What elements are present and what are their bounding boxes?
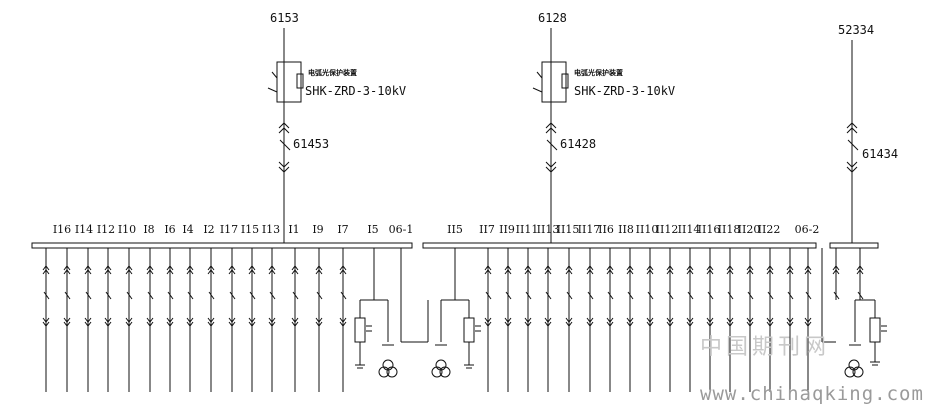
feeder-label: I4 [182, 223, 193, 236]
feeder-line [315, 248, 323, 392]
incoming-source-2: 6128 电弧光保护装置 SHK-ZRD-3-10kV 61428 [532, 11, 675, 243]
feeder-label: II14 [678, 223, 701, 236]
feeder-label: II8 [618, 223, 634, 236]
device-name-cn: 电弧光保护装置 [308, 68, 357, 77]
feeder-line [186, 248, 194, 392]
feeder-label: 06-1 [389, 223, 414, 236]
feeder-label: II6 [598, 223, 614, 236]
feeder-line [268, 248, 276, 392]
feeder-label: II15 [557, 223, 580, 236]
feeder-label: I6 [164, 223, 175, 236]
pt-cabinet-bus2 [431, 248, 481, 378]
feeder-line [766, 248, 774, 392]
busbar-2 [422, 242, 817, 249]
feeder-line [666, 248, 674, 392]
feeder-line [726, 248, 734, 392]
feeder-line [63, 248, 71, 392]
feeder-label: I17 [220, 223, 238, 236]
feeder-line [104, 248, 112, 392]
switch-label: 61428 [560, 137, 596, 151]
feeder-label: II20 [738, 223, 761, 236]
incoming-source-1: 6153 电弧光保护装置 SHK-ZRD-3-10kV 61453 [267, 11, 406, 243]
feeder-label: I16 [53, 223, 71, 236]
feeder-label: I2 [203, 223, 214, 236]
feeder-label: I12 [97, 223, 115, 236]
feeder-line [207, 248, 215, 392]
feeder-line [484, 248, 492, 392]
feeder-line [706, 248, 714, 392]
source-label: 6153 [270, 11, 299, 25]
feeder-label: I15 [241, 223, 259, 236]
feeder-label: I8 [143, 223, 154, 236]
feeder-line [804, 248, 812, 392]
feeder-label: II10 [636, 223, 659, 236]
feeder-label: II9 [499, 223, 515, 236]
feeder-line [228, 248, 236, 392]
feeder-label: II12 [656, 223, 679, 236]
feeder-line [586, 248, 594, 392]
feeder-label: II13 [537, 223, 560, 236]
feeder-line [291, 248, 299, 392]
pt-cabinet-bus3 [821, 248, 887, 378]
feeder-line [626, 248, 634, 392]
bus-coupler [400, 248, 429, 343]
feeder-line [248, 248, 256, 392]
device-name-cn: 电弧光保护装置 [574, 68, 623, 77]
feeder-label: I1 [288, 223, 299, 236]
feeder-label: II16 [698, 223, 721, 236]
source-label: 6128 [538, 11, 567, 25]
watermark-url: www.chinaqking.com [700, 383, 924, 404]
feeder-line [646, 248, 654, 392]
feeder-label: I14 [75, 223, 93, 236]
feeder-line [746, 248, 754, 392]
feeder-line [686, 248, 694, 392]
feeder-line [544, 248, 552, 392]
feeder-line [166, 248, 174, 392]
feeder-label: I13 [262, 223, 280, 236]
feeder-label: II5 [447, 223, 463, 236]
feeder-line [42, 248, 50, 392]
feeder-line [146, 248, 154, 392]
feeder-line [339, 248, 347, 392]
busbar-1 [31, 242, 413, 249]
feeder-label: II17 [578, 223, 601, 236]
feeder-line [524, 248, 532, 392]
feeder-label: I10 [118, 223, 136, 236]
source-label: 52334 [838, 23, 874, 37]
feeder-line [84, 248, 92, 392]
feeder-label: II7 [479, 223, 495, 236]
feeder-label: I9 [312, 223, 323, 236]
feeder-line [125, 248, 133, 392]
incoming-source-3: 52334 61434 [838, 23, 898, 243]
device-model: SHK-ZRD-3-10kV [574, 84, 675, 98]
feeder-lines [42, 248, 864, 392]
feeder-line [565, 248, 573, 392]
feeder-label: II11 [516, 223, 539, 236]
feeder-label: II18 [718, 223, 741, 236]
pt-cabinet-bus1 [354, 248, 398, 378]
feeder-label: II22 [758, 223, 781, 236]
switch-label: 61434 [862, 147, 898, 161]
feeder-label: 06-2 [795, 223, 820, 236]
feeder-line [606, 248, 614, 392]
switch-label: 61453 [293, 137, 329, 151]
feeder-label: I7 [337, 223, 348, 236]
busbar-3 [829, 242, 879, 249]
watermark-cn: 中国期刊网 [700, 335, 830, 360]
device-model: SHK-ZRD-3-10kV [305, 84, 406, 98]
feeder-line [786, 248, 794, 392]
feeder-label: I5 [367, 223, 378, 236]
feeder-line [504, 248, 512, 392]
